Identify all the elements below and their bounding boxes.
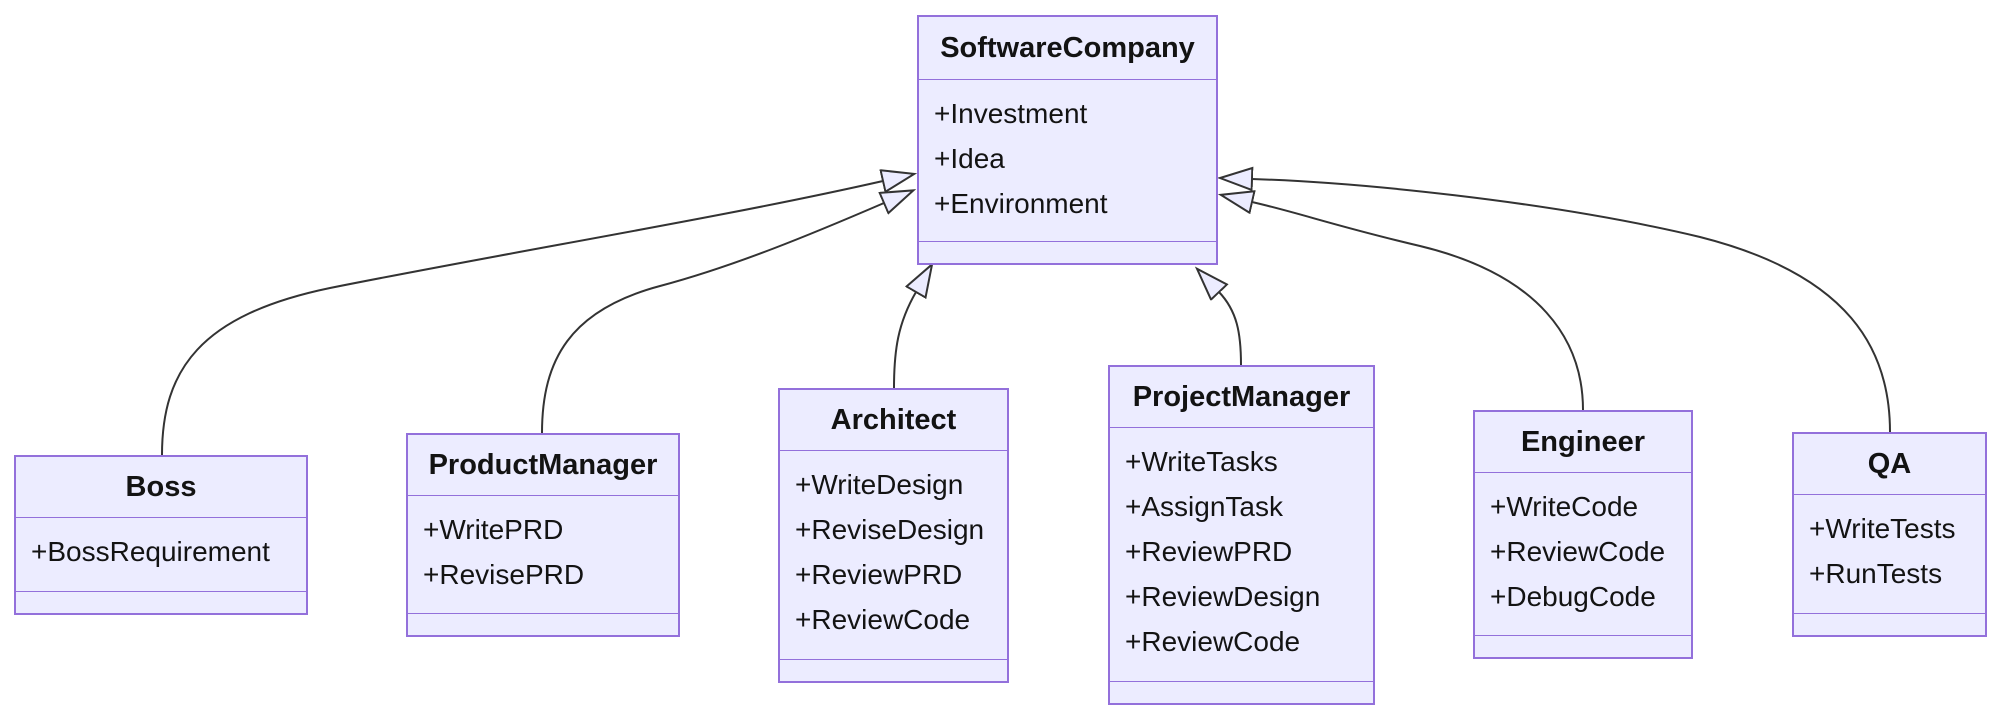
class-methods-empty — [780, 660, 1007, 681]
class-attributes: +WriteTests +RunTests — [1794, 495, 1985, 614]
class-attribute: +ReviewPRD — [795, 559, 963, 590]
class-attributes: +Investment +Idea +Environment — [919, 80, 1216, 242]
class-attribute: +RunTests — [1809, 558, 1943, 589]
class-box-architect: Architect +WriteDesign +ReviseDesign +Revi… — [778, 388, 1009, 683]
class-attribute: +Investment — [934, 98, 1088, 129]
class-attribute: +WriteCode — [1490, 491, 1639, 522]
class-methods-empty — [408, 614, 678, 635]
class-attribute: +WriteTasks — [1125, 446, 1278, 477]
class-attribute: +Idea — [934, 143, 1005, 174]
class-methods-empty — [1794, 614, 1985, 635]
class-name: QA — [1794, 434, 1985, 495]
class-attribute: +ReviewPRD — [1125, 536, 1293, 567]
class-name: SoftwareCompany — [919, 17, 1216, 80]
class-attribute: +ReviewDesign — [1125, 581, 1321, 612]
class-box-softwarecompany: SoftwareCompany +Investment +Idea +Environ… — [917, 15, 1218, 265]
class-methods-empty — [919, 242, 1216, 263]
class-name: Boss — [16, 457, 306, 518]
class-attributes: +WriteTasks +AssignTask +ReviewPRD +ReviewD… — [1110, 428, 1373, 682]
edge-qa-extends-softwarecompany — [1252, 179, 1891, 433]
class-attribute: +DebugCode — [1490, 581, 1656, 612]
class-attribute: +WritePRD — [423, 514, 564, 545]
edge-productmanager-extends-softwarecompany — [541, 203, 884, 434]
class-name: ProductManager — [408, 435, 678, 496]
class-attribute: +ReviewCode — [795, 604, 971, 635]
class-attributes: +WritePRD +RevisePRD — [408, 496, 678, 614]
class-attribute: +WriteTests — [1809, 513, 1956, 544]
class-methods-empty — [1475, 636, 1691, 657]
class-attribute: +ReviewCode — [1125, 626, 1301, 657]
class-box-qa: QA +WriteTests +RunTests — [1792, 432, 1987, 637]
class-box-engineer: Engineer +WriteCode +ReviewCode +DebugCode — [1473, 410, 1693, 659]
class-attribute: +BossRequirement — [31, 536, 270, 567]
class-name: ProjectManager — [1110, 367, 1373, 428]
class-name: Architect — [780, 390, 1007, 451]
edge-architect-extends-softwarecompany — [893, 292, 916, 389]
class-attributes: +WriteDesign +ReviseDesign +ReviewPRD +Revi… — [780, 451, 1007, 660]
class-box-productmanager: ProductManager +WritePRD +RevisePRD — [406, 433, 680, 637]
class-attribute: +WriteDesign — [795, 469, 964, 500]
class-methods-empty — [16, 592, 306, 613]
class-attributes: +WriteCode +ReviewCode +DebugCode — [1475, 473, 1691, 636]
class-box-projectmanager: ProjectManager +WriteTasks +AssignTask +Re… — [1108, 365, 1375, 705]
edge-engineer-extends-softwarecompany — [1252, 202, 1584, 411]
class-attribute: +RevisePRD — [423, 559, 585, 590]
class-attribute: +Environment — [934, 188, 1108, 219]
edge-boss-extends-softwarecompany — [161, 181, 883, 456]
class-box-boss: Boss +BossRequirement — [14, 455, 308, 615]
class-methods-empty — [1110, 682, 1373, 703]
class-attribute: +AssignTask — [1125, 491, 1283, 522]
class-attributes: +BossRequirement — [16, 518, 306, 592]
class-attribute: +ReviseDesign — [795, 514, 985, 545]
class-attribute: +ReviewCode — [1490, 536, 1666, 567]
class-name: Engineer — [1475, 412, 1691, 473]
edge-projectmanager-extends-softwarecompany — [1219, 292, 1242, 366]
